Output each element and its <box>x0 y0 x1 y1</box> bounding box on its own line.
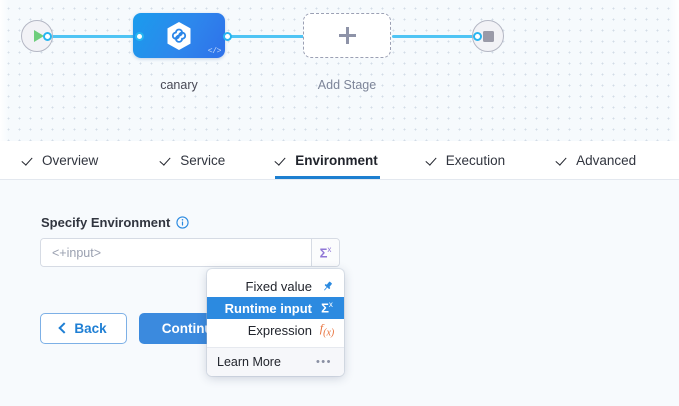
add-stage-label: Add Stage <box>317 78 377 92</box>
dropdown-item-fixed-value[interactable]: Fixed value <box>207 275 344 297</box>
stop-icon <box>482 30 494 42</box>
stage-code-badge: </> <box>207 47 222 56</box>
check-icon <box>162 155 173 166</box>
pin-icon <box>320 280 334 293</box>
connector-line-start-to-stage <box>44 35 140 38</box>
tab-label: Advanced <box>576 152 637 168</box>
check-icon <box>277 155 288 166</box>
sigma-x-icon: Σx <box>321 300 333 316</box>
dropdown-item-expression[interactable]: Expression f(x) <box>207 319 344 341</box>
back-button[interactable]: Back <box>40 313 127 344</box>
stage-node-label: canary <box>160 78 198 92</box>
tab-advanced[interactable]: Advanced <box>558 141 636 179</box>
dropdown-item-label: Fixed value <box>245 278 312 294</box>
connector-line-add-to-end <box>392 35 478 38</box>
chevron-left-icon <box>58 322 71 334</box>
tab-overview[interactable]: Overview <box>24 141 98 179</box>
tab-service[interactable]: Service <box>162 141 225 179</box>
tab-environment[interactable]: Environment <box>275 141 380 179</box>
tab-label: Execution <box>445 152 506 168</box>
pipeline-canvas[interactable]: </> canary Add Stage <box>0 0 679 141</box>
canvas-right-fade <box>670 0 679 141</box>
sigma-x-icon: Σx <box>319 244 332 261</box>
input-type-dropdown: Fixed value Runtime input Σx Expression <box>207 269 344 376</box>
page-title: Specify Environment <box>41 215 171 230</box>
dropdown-item-runtime-input[interactable]: Runtime input Σx <box>207 297 344 319</box>
back-button-label: Back <box>74 321 107 336</box>
check-icon <box>428 155 439 166</box>
add-stage-node[interactable] <box>303 13 391 58</box>
connector-line-stage-to-add <box>228 35 308 38</box>
more-dots-icon[interactable]: ••• <box>315 355 332 368</box>
specify-environment-input[interactable]: <+input> <box>41 239 311 266</box>
tab-label: Environment <box>295 152 378 168</box>
play-icon <box>33 30 44 42</box>
info-icon[interactable] <box>176 216 189 229</box>
connector-dot-stage-right[interactable] <box>223 32 232 41</box>
specify-environment-input-wrap[interactable]: <+input> Σx <box>40 238 340 267</box>
dropdown-item-label: Runtime input <box>224 300 312 316</box>
plus-icon <box>338 27 356 44</box>
specify-environment-label-row: Specify Environment <box>41 215 189 230</box>
hexagon-link-icon <box>167 21 191 50</box>
tab-label: Overview <box>42 152 99 168</box>
runtime-input-toggle-button[interactable]: Σx <box>311 239 339 266</box>
fx-icon: f(x) <box>319 320 335 339</box>
check-icon <box>558 155 569 166</box>
connector-dot-end[interactable] <box>473 32 482 41</box>
canvas-left-fade <box>0 0 9 141</box>
tab-label: Service <box>180 152 226 168</box>
stage-tabbar: Overview Service Environment Execution A… <box>0 141 679 180</box>
learn-more-label: Learn More <box>217 355 281 369</box>
continue-button-label: Continue <box>161 321 221 336</box>
dropdown-item-label: Expression <box>247 322 312 338</box>
learn-more-row[interactable]: Learn More ••• <box>207 347 344 376</box>
connector-dot-stage-left[interactable] <box>135 32 144 41</box>
check-icon <box>24 155 35 166</box>
connector-dot-start[interactable] <box>43 32 52 41</box>
stage-node-canary[interactable]: </> <box>133 13 225 58</box>
tab-execution[interactable]: Execution <box>428 141 505 179</box>
